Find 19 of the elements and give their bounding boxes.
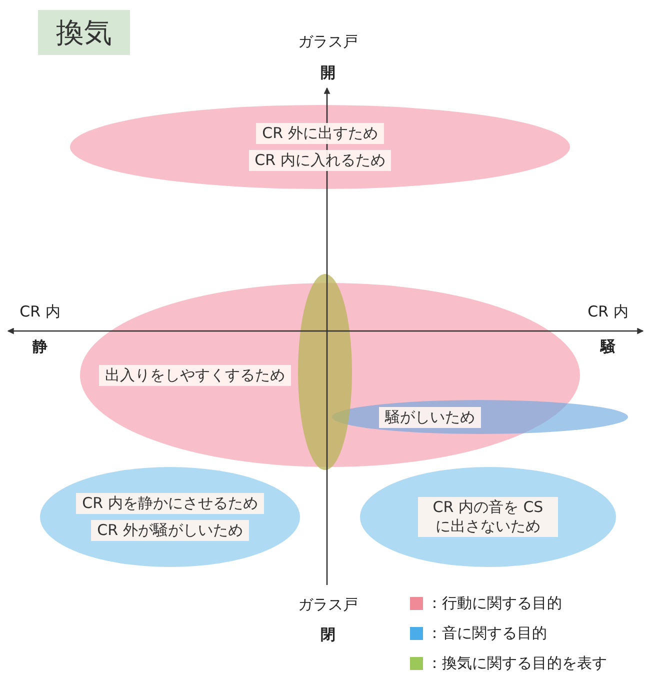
region-label: CR 内を静かにさせるため	[76, 493, 264, 514]
legend-label: ：行動に関する目的	[427, 594, 562, 613]
axis-label: 騒	[600, 338, 616, 356]
region-label: 騒がしいため	[379, 406, 481, 428]
region-label: CR 内の音を CS に出さないため	[418, 497, 558, 537]
axis-label: ガラス戸	[298, 32, 358, 52]
legend-label: ：音に関する目的	[427, 624, 547, 643]
region-label: CR 内に入れるため	[248, 150, 392, 171]
axis-label: 閉	[320, 626, 336, 644]
legend-label: ：換気に関する目的を表す	[427, 654, 607, 673]
title-heading: 換気	[38, 10, 130, 55]
axis-label: ガラス戸	[298, 596, 358, 614]
axis-label: 静	[32, 338, 48, 356]
region-label: CR 外が騒がしいため	[91, 520, 249, 541]
axis-label: CR 内	[588, 302, 628, 322]
region-label: 出入りをしやすくするため	[99, 364, 291, 386]
region-label: CR 外に出すため	[256, 123, 384, 144]
axis-label: 開	[320, 64, 336, 82]
axis-label: CR 内	[20, 302, 60, 322]
